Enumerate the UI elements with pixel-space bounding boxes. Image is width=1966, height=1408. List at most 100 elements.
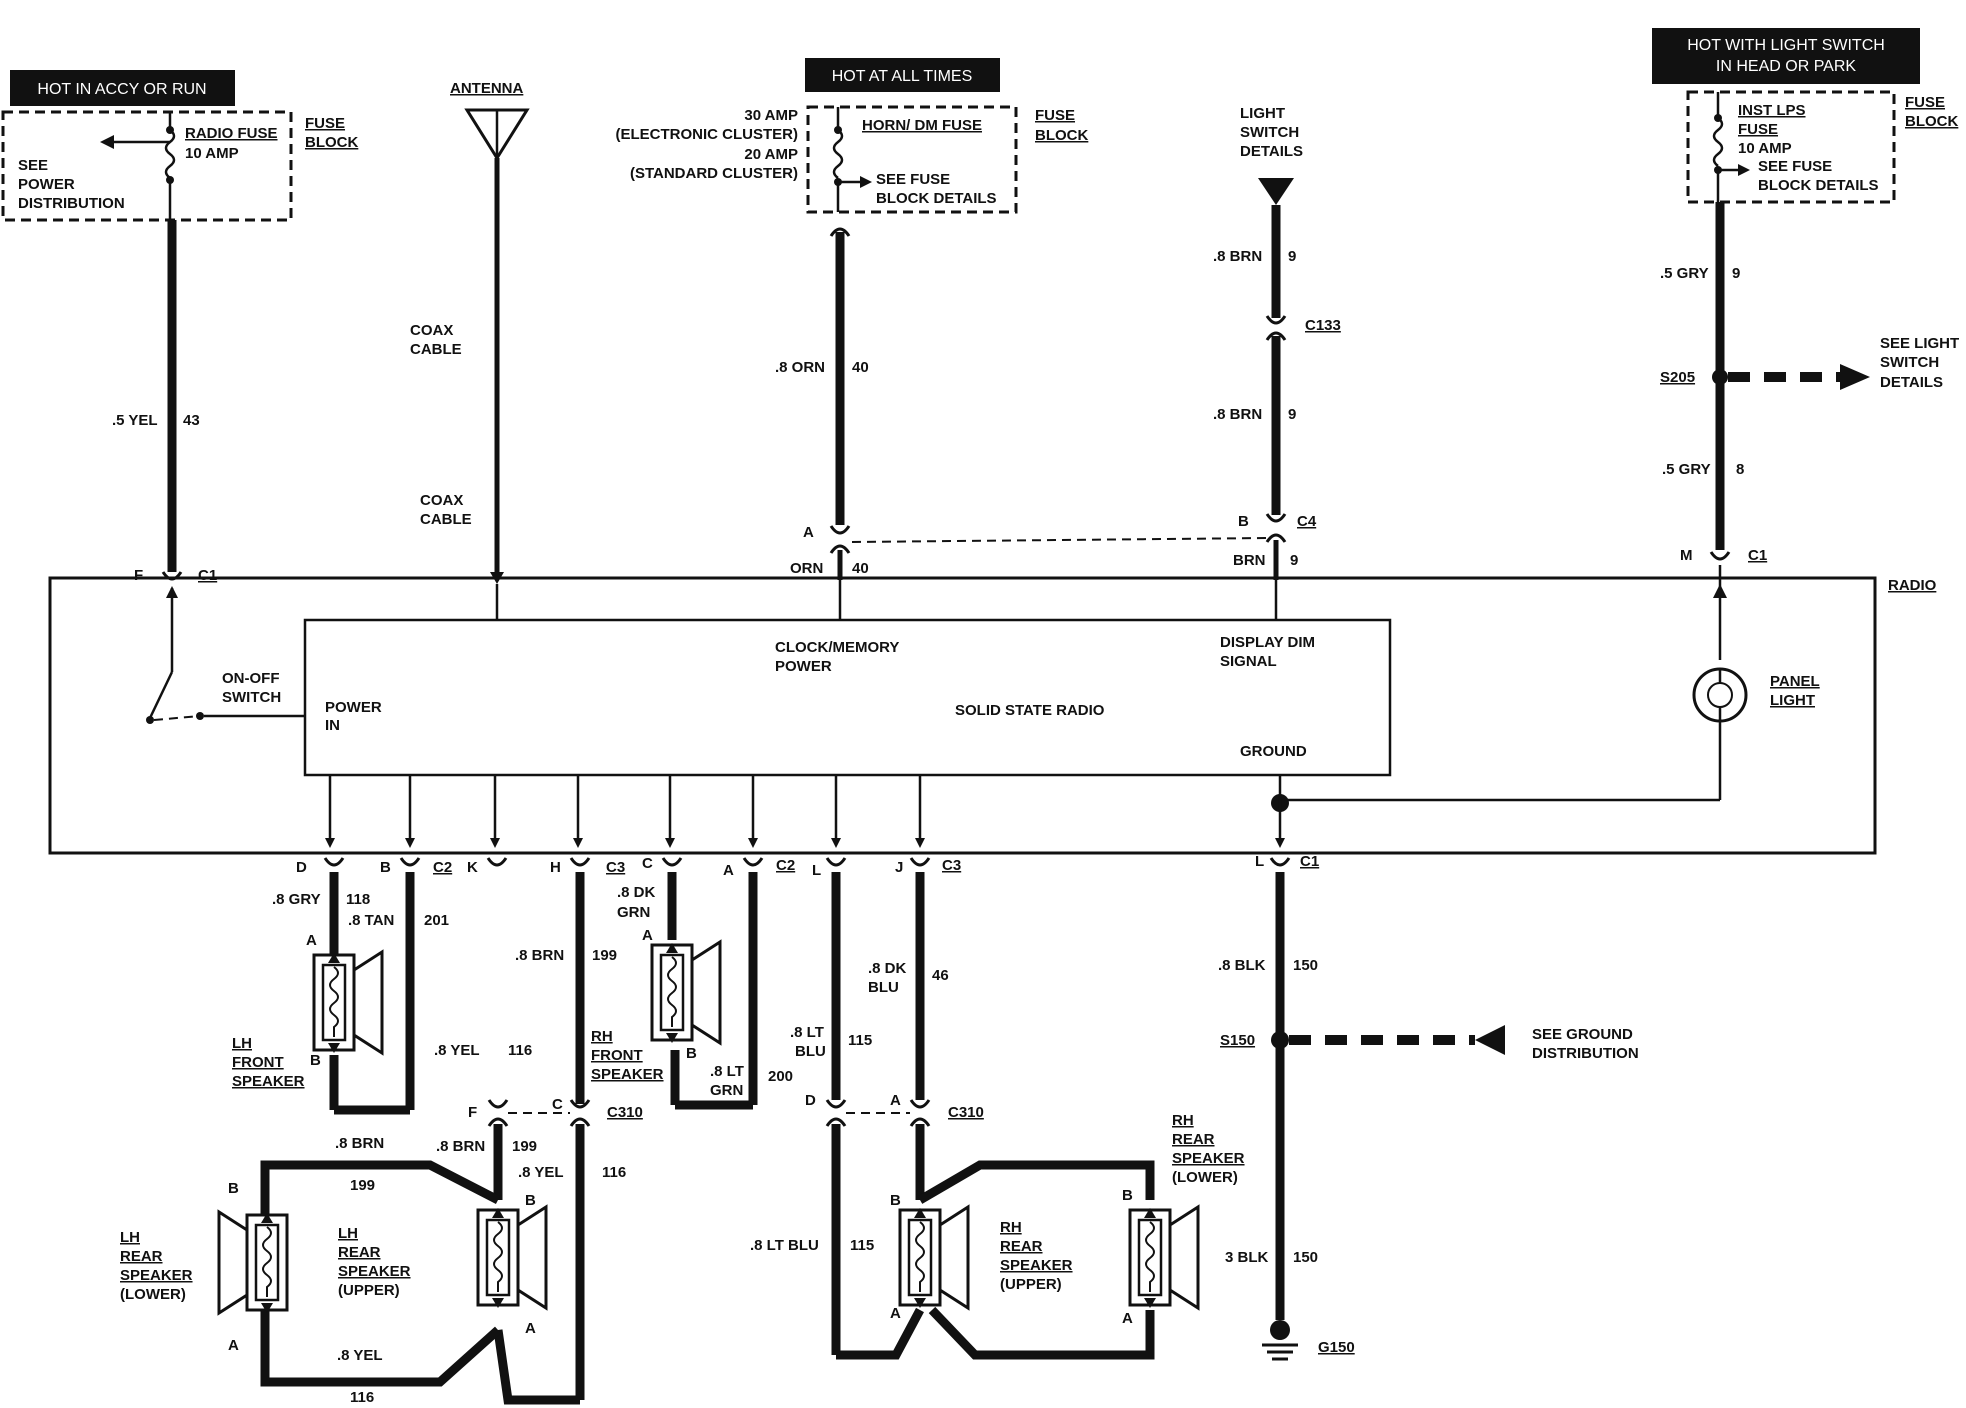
coax-bot-2: CABLE — [420, 511, 472, 528]
lhf-pin-b: B — [310, 1052, 321, 1069]
rhf-pin-a: A — [642, 927, 653, 944]
power-in-1: POWER — [325, 699, 382, 716]
lhru-4: (UPPER) — [338, 1282, 400, 1299]
connector-c4-a-cup — [829, 524, 851, 535]
light-switch-3: DETAILS — [1240, 143, 1303, 160]
splice-s205 — [1712, 369, 1728, 385]
wire-9d-circuit: 9 — [1732, 265, 1740, 282]
wire-9a-color: .8 BRN — [1213, 248, 1262, 265]
power-in-2: IN — [325, 717, 340, 734]
wire-46-circuit: 46 — [932, 967, 949, 984]
wire-dkblu-1: .8 DK — [868, 960, 907, 977]
clock-1: CLOCK/MEMORY — [775, 639, 899, 656]
wire-43-circuit: 43 — [183, 412, 200, 429]
see-power-2: POWER — [18, 176, 75, 193]
wire-43-color: .5 YEL — [112, 412, 158, 429]
wire-201-color: .8 TAN — [348, 912, 394, 929]
output-taps — [325, 775, 1285, 848]
see-light-switch-1: SEE LIGHT — [1880, 335, 1959, 352]
see-fuse-1: SEE FUSE — [876, 171, 950, 188]
horn-dm-fuse-label: HORN/ DM FUSE — [862, 117, 982, 134]
splice-s150 — [1271, 1031, 1289, 1049]
rhrl-pin-a: A — [1122, 1310, 1133, 1327]
amp-30: 30 AMP — [744, 107, 798, 124]
antenna-label: ANTENNA — [450, 80, 523, 97]
wire-199b-circuit: 199 — [350, 1177, 375, 1194]
rhrl-3: SPEAKER — [1172, 1150, 1245, 1167]
c4-b-pin: B — [1238, 513, 1249, 530]
wire-gry9-color: .5 GRY — [1660, 265, 1709, 282]
light-switch-2: SWITCH — [1240, 124, 1299, 141]
antenna-symbol: ANTENNA — [450, 80, 530, 161]
lhru-1: LH — [338, 1225, 358, 1242]
wire-orn-short: ORN — [790, 560, 823, 577]
wire-118-color: .8 GRY — [272, 891, 321, 908]
see-fuse-r2: BLOCK DETAILS — [1758, 177, 1879, 194]
c310a-label: C310 — [607, 1104, 643, 1121]
fuse-block-inst-lps: INST LPS FUSE 10 AMP SEE FUSE BLOCK DETA… — [1686, 90, 1958, 204]
wire-116-lower — [260, 1310, 502, 1387]
light-switch-arrow — [1258, 178, 1294, 205]
pin-l-c3: L — [812, 862, 821, 879]
rhf-3: SPEAKER — [591, 1066, 664, 1083]
wire-dkblu-2: BLU — [868, 979, 899, 996]
lhrl-1: LH — [120, 1229, 140, 1246]
pin-d: D — [296, 859, 307, 876]
on-off-1: ON-OFF — [222, 670, 280, 687]
c1-m-label: C1 — [1748, 547, 1767, 564]
lhru-pin-b: B — [525, 1192, 536, 1209]
c4-label: C4 — [1297, 513, 1317, 530]
wire-gry8-color: .5 GRY — [1662, 461, 1711, 478]
g150-label: G150 — [1318, 1339, 1355, 1356]
wire-199b-color: .8 BRN — [335, 1135, 384, 1152]
wire-199c-color: .8 BRN — [436, 1138, 485, 1155]
rhrl-2: REAR — [1172, 1131, 1215, 1148]
dim-2: SIGNAL — [1220, 653, 1277, 670]
wire-115a-circuit: 115 — [848, 1032, 872, 1049]
s150-label: S150 — [1220, 1032, 1255, 1049]
standard-cluster: (STANDARD CLUSTER) — [630, 165, 798, 182]
c310b-label: C310 — [948, 1104, 984, 1121]
c310-d-pin: D — [805, 1092, 816, 1109]
wire-116c-circuit: 116 — [350, 1389, 374, 1406]
wire-ltgrn-2: GRN — [710, 1082, 743, 1099]
c310-f-pin: F — [468, 1104, 477, 1121]
wire-199-rear — [260, 1160, 501, 1215]
wire-150a-circuit: 150 — [1293, 957, 1318, 974]
panel-light: PANEL LIGHT — [1280, 580, 1820, 802]
wire-9a-circuit: 9 — [1288, 248, 1296, 265]
lhru-pin-a: A — [525, 1320, 536, 1337]
radio-fuse-amp: 10 AMP — [185, 145, 239, 162]
lhf-3: SPEAKER — [232, 1073, 305, 1090]
rhrl-1: RH — [1172, 1112, 1194, 1129]
rhf-2: FRONT — [591, 1047, 643, 1064]
rhru-1: RH — [1000, 1219, 1022, 1236]
ground-symbol-icon — [1262, 1320, 1298, 1361]
c310-a-cup-upper — [909, 1098, 931, 1109]
wire-116a-color: .8 YEL — [434, 1042, 480, 1059]
amp-20: 20 AMP — [744, 146, 798, 163]
wire-199a-color: .8 BRN — [515, 947, 564, 964]
fuse-block-horn-dm: HORN/ DM FUSE SEE FUSE BLOCK DETAILS FUS… — [616, 105, 1088, 214]
ground-label: GROUND — [1240, 743, 1307, 760]
coax-bot-1: COAX — [420, 492, 463, 509]
connector-c4-dashed — [851, 537, 1271, 543]
pin-k: K — [467, 859, 478, 876]
panel-light-1: PANEL — [1770, 673, 1820, 690]
pin-j: J — [895, 859, 903, 876]
c1-m-cup — [1709, 550, 1731, 561]
lhru-3: SPEAKER — [338, 1263, 411, 1280]
wire-115b-color: .8 LT BLU — [750, 1237, 819, 1254]
wire-201-circuit: 201 — [424, 912, 449, 929]
see-light-switch-3: DETAILS — [1880, 374, 1943, 391]
wire-ltblu-1: .8 LT — [790, 1024, 824, 1041]
rhru-3: SPEAKER — [1000, 1257, 1073, 1274]
coax-top-2: CABLE — [410, 341, 462, 358]
lh-rear-upper-speaker — [476, 1205, 548, 1310]
rhru-4: (UPPER) — [1000, 1276, 1062, 1293]
banner-light-switch: HOT WITH LIGHT SWITCH IN HEAD OR PARK — [1652, 28, 1920, 84]
c310-c-pin: C — [552, 1096, 563, 1113]
rh-front-speaker — [650, 940, 722, 1045]
see-ground-2: DISTRIBUTION — [1532, 1045, 1639, 1062]
wire-116-rear-bottom — [493, 1329, 580, 1405]
